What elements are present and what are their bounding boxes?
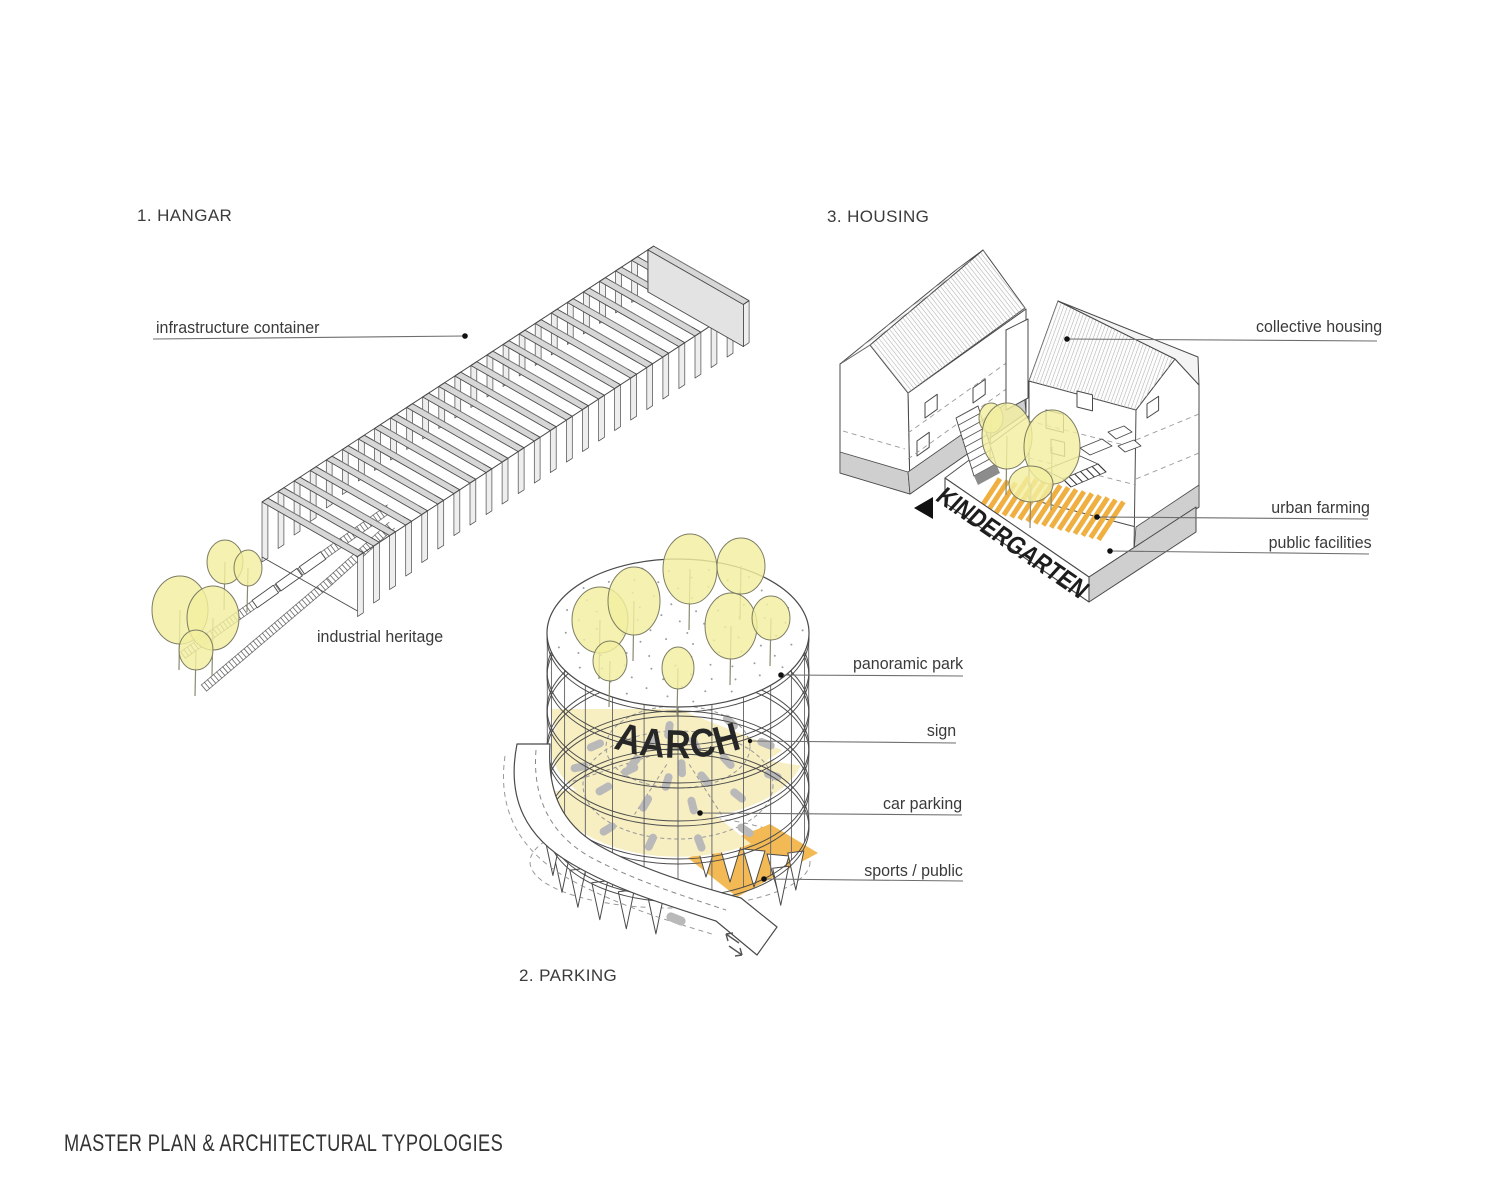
direction-arrow-icon bbox=[914, 497, 933, 519]
sheet-title: MASTER PLAN & ARCHITECTURAL TYPOLOGIES bbox=[64, 1130, 504, 1157]
ramp-car bbox=[666, 912, 686, 926]
label-urban-farming: urban farming bbox=[1271, 498, 1370, 517]
tree bbox=[233, 549, 263, 587]
hangar-title: 1. HANGAR bbox=[137, 206, 233, 225]
ramp-direction-arrows-icon bbox=[725, 932, 743, 957]
tree bbox=[751, 595, 791, 641]
housing-diagram: KINDERGARTEN bbox=[839, 249, 1200, 604]
parking-title: 2. PARKING bbox=[519, 966, 618, 985]
base-legs bbox=[544, 836, 805, 935]
parking-diagram: AARCH bbox=[503, 533, 818, 957]
tree bbox=[178, 629, 214, 671]
label-public-facilities: public facilities bbox=[1268, 533, 1372, 552]
hangar-end-cap bbox=[647, 249, 744, 348]
tree bbox=[1008, 465, 1054, 503]
hangar-trees bbox=[151, 539, 263, 697]
parked-cars bbox=[570, 714, 782, 852]
park-trees bbox=[571, 533, 791, 716]
hangar-rib-beams bbox=[261, 245, 750, 558]
facade-posts bbox=[546, 638, 810, 897]
tree bbox=[981, 402, 1033, 470]
tree bbox=[661, 646, 695, 690]
parking-sign-text: AARCH bbox=[611, 715, 746, 768]
hangar-diagram bbox=[151, 245, 750, 697]
hangar-right-legs bbox=[357, 300, 750, 617]
label-car-parking: car parking bbox=[882, 794, 962, 813]
label-sports-public: sports / public bbox=[864, 861, 963, 880]
label-collective-housing: collective housing bbox=[1255, 317, 1382, 336]
courtyard-trees bbox=[978, 402, 1081, 529]
leader-lines bbox=[152, 333, 1378, 882]
tree bbox=[662, 533, 718, 605]
label-sign: sign bbox=[926, 721, 956, 740]
house-connector bbox=[1005, 318, 1029, 411]
tree bbox=[607, 566, 661, 636]
tree bbox=[704, 592, 758, 660]
housing-title: 3. HOUSING bbox=[827, 207, 930, 226]
label-industrial-heritage: industrial heritage bbox=[317, 627, 444, 646]
spiral-ramp bbox=[503, 743, 778, 957]
tree bbox=[716, 537, 766, 595]
train bbox=[251, 551, 327, 609]
label-panoramic-park: panoramic park bbox=[852, 654, 963, 673]
label-infrastructure-container: infrastructure container bbox=[156, 318, 320, 337]
hangar-rails bbox=[261, 245, 750, 612]
ground-outline bbox=[529, 815, 811, 909]
tree bbox=[592, 640, 628, 682]
